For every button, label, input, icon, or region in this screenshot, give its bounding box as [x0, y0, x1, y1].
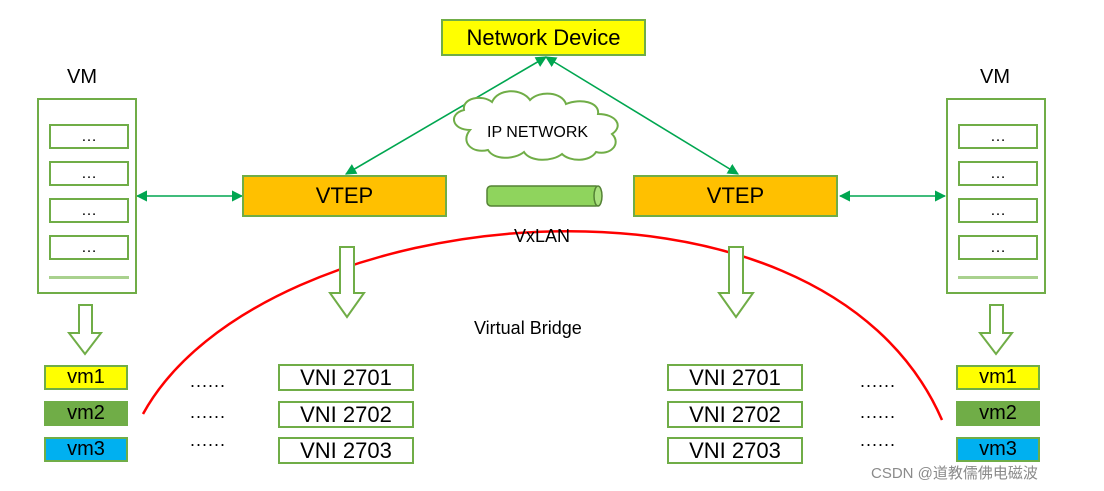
- down-arrow-right-vm: [977, 304, 1015, 356]
- ip-network-label: IP NETWORK: [487, 124, 589, 141]
- left-vni-2701: VNI 2701: [278, 364, 414, 391]
- left-vm-slot-divider: [49, 276, 129, 279]
- left-vm-slot: …: [49, 161, 129, 186]
- right-vm1: vm1: [956, 365, 1040, 390]
- virtual-bridge-label: Virtual Bridge: [474, 318, 582, 338]
- right-vm-stack: … … … …: [946, 98, 1046, 294]
- left-vm-ellipsis: ......: [190, 402, 227, 422]
- vxlan-tunnel-end: [593, 185, 603, 207]
- right-vm-ellipsis: ......: [860, 371, 897, 391]
- network-device: Network Device: [441, 19, 646, 56]
- left-vm-ellipsis: ......: [190, 371, 227, 391]
- watermark: CSDN @道教儒佛电磁波: [871, 465, 1038, 482]
- vxlan-label: VxLAN: [514, 226, 571, 246]
- down-arrow-right-vtep: [717, 246, 755, 319]
- right-vm-slot-divider: [958, 276, 1038, 279]
- left-vni-2702: VNI 2702: [278, 401, 414, 428]
- right-vtep: VTEP: [633, 175, 838, 217]
- left-vm-ellipsis: ......: [190, 430, 227, 450]
- left-vm-slot: …: [49, 235, 129, 260]
- left-vm3: vm3: [44, 437, 128, 462]
- right-vm-ellipsis: ......: [860, 402, 897, 422]
- down-arrow-left-vtep: [328, 246, 366, 319]
- left-vtep: VTEP: [242, 175, 447, 217]
- link-device-right-vtep: [545, 56, 739, 175]
- link-device-left-vtep: [345, 56, 547, 175]
- right-vm-label: VM: [980, 66, 1010, 88]
- ip-network-cloud: [453, 90, 619, 161]
- right-vm-slot: …: [958, 124, 1038, 149]
- down-arrow-left-vm: [66, 304, 104, 356]
- virtual-bridge-curve: [141, 229, 944, 421]
- left-vm-stack: … … … …: [37, 98, 137, 294]
- left-vm-slot: …: [49, 124, 129, 149]
- vxlan-tunnel: [486, 185, 601, 207]
- right-vm-slot: …: [958, 198, 1038, 223]
- left-vm1: vm1: [44, 365, 128, 390]
- right-vni-2702: VNI 2702: [667, 401, 803, 428]
- left-vm2: vm2: [44, 401, 128, 426]
- right-vni-2703: VNI 2703: [667, 437, 803, 464]
- right-vni-2701: VNI 2701: [667, 364, 803, 391]
- right-vm-slot: …: [958, 161, 1038, 186]
- left-vm-slot: …: [49, 198, 129, 223]
- right-vm-ellipsis: ......: [860, 430, 897, 450]
- left-vm-label: VM: [67, 66, 97, 88]
- right-vm3: vm3: [956, 437, 1040, 462]
- right-vm-slot: …: [958, 235, 1038, 260]
- left-vni-2703: VNI 2703: [278, 437, 414, 464]
- right-vm2: vm2: [956, 401, 1040, 426]
